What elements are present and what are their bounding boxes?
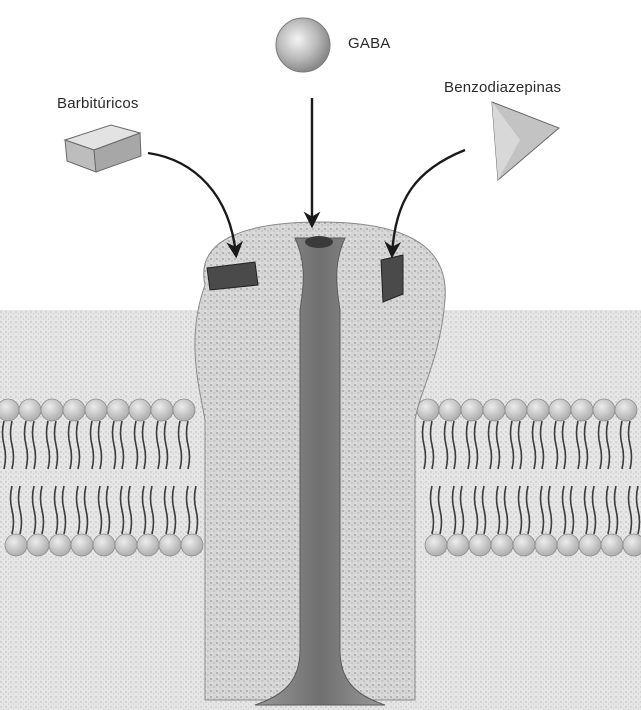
lipid-head-bottom xyxy=(71,534,93,556)
barbiturates-label: Barbitúricos xyxy=(57,95,139,112)
gaba-receptor xyxy=(195,222,445,705)
lipid-head-bottom xyxy=(137,534,159,556)
lipid-head-top xyxy=(19,399,41,421)
lipid-head-top xyxy=(505,399,527,421)
lipid-head-top xyxy=(41,399,63,421)
lipid-head-top xyxy=(0,399,19,421)
lipid-head-bottom xyxy=(535,534,557,556)
lipid-head-bottom xyxy=(159,534,181,556)
lipid-head-bottom xyxy=(93,534,115,556)
benzodiazepine-molecule xyxy=(492,102,559,180)
lipid-head-top xyxy=(107,399,129,421)
lipid-head-top xyxy=(439,399,461,421)
lipid-head-top xyxy=(85,399,107,421)
gaba-label: GABA xyxy=(348,35,390,52)
lipid-head-top xyxy=(615,399,637,421)
lipid-head-bottom xyxy=(181,534,203,556)
lipid-head-bottom xyxy=(513,534,535,556)
lipid-head-top xyxy=(527,399,549,421)
benzodiazepines-label: Benzodiazepinas xyxy=(444,79,561,96)
lipid-head-top xyxy=(63,399,85,421)
lipid-head-top xyxy=(151,399,173,421)
benzodiazepine-binding-site xyxy=(381,255,403,302)
lipid-head-top xyxy=(461,399,483,421)
barbiturate-molecule xyxy=(65,125,141,172)
lipid-head-bottom xyxy=(623,534,641,556)
lipid-head-top xyxy=(593,399,615,421)
lipid-head-bottom xyxy=(601,534,623,556)
lipid-head-bottom xyxy=(557,534,579,556)
lipid-head-top xyxy=(483,399,505,421)
lipid-head-bottom xyxy=(469,534,491,556)
lipid-head-bottom xyxy=(491,534,513,556)
lipid-head-bottom xyxy=(49,534,71,556)
lipid-head-bottom xyxy=(115,534,137,556)
lipid-head-top xyxy=(173,399,195,421)
lipid-head-bottom xyxy=(27,534,49,556)
gaba-molecule xyxy=(276,18,330,72)
lipid-head-bottom xyxy=(447,534,469,556)
lipid-head-bottom xyxy=(425,534,447,556)
lipid-head-top xyxy=(417,399,439,421)
lipid-head-bottom xyxy=(579,534,601,556)
lipid-head-top xyxy=(129,399,151,421)
gaba-binding-site xyxy=(305,236,333,248)
lipid-head-top xyxy=(549,399,571,421)
lipid-head-top xyxy=(571,399,593,421)
barbiturate-arrow xyxy=(148,153,236,255)
lipid-head-bottom xyxy=(5,534,27,556)
